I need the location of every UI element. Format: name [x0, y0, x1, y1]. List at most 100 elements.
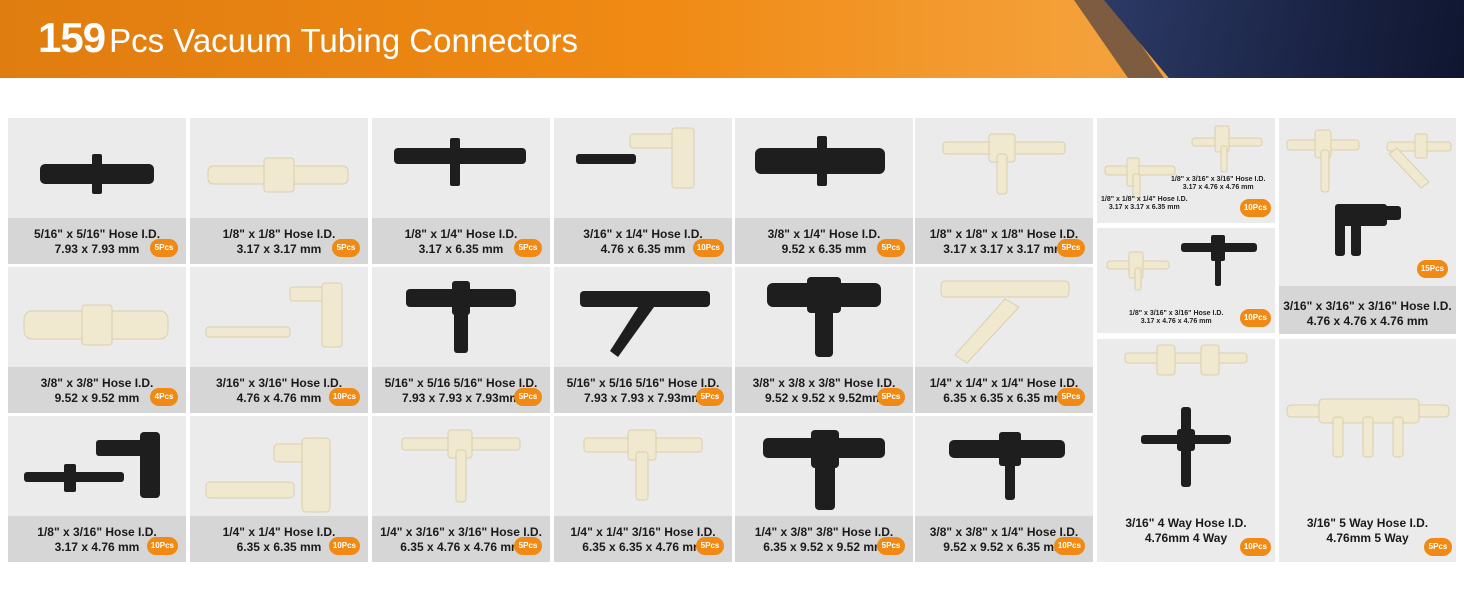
caption-size: 1/8" x 3/16" Hose I.D.	[37, 525, 157, 539]
caption-metric: 7.93 x 7.93 x 7.93mm	[583, 391, 703, 405]
banner-dark-corner	[1104, 0, 1464, 78]
caption: 3/16" x 3/16" x 3/16" Hose I.D.4.76 x 4.…	[1279, 286, 1456, 334]
caption-size: 3/8" x 3/8" Hose I.D.	[40, 376, 154, 390]
caption-metric: 6.35 x 9.52 x 9.52 mm	[763, 540, 885, 554]
mini-a-label-right: 1/8" x 3/16" x 3/16" Hose I.D.3.17 x 4.7…	[1171, 176, 1266, 191]
connector-image	[554, 416, 732, 516]
caption-metric: 9.52 x 6.35 mm	[781, 242, 867, 256]
connector-image	[554, 118, 732, 218]
quantity-badge: 10Pcs	[1239, 199, 1271, 217]
connector-image	[915, 267, 1093, 367]
connector-image	[190, 267, 368, 367]
connector-image	[372, 118, 550, 218]
connector-image	[372, 267, 550, 367]
quantity-badge: 5Pcs	[150, 239, 178, 257]
connector-image	[1106, 235, 1257, 291]
quantity-badge: 10Pcs	[146, 537, 178, 555]
caption-size: 5/16" x 5/16 5/16" Hose I.D.	[566, 376, 720, 390]
connector-image	[372, 416, 550, 516]
connector-image	[735, 267, 913, 367]
connector-image	[1286, 398, 1450, 458]
mini-b-label: 1/8" x 3/16" x 3/16" Hose I.D.3.17 x 4.7…	[1129, 310, 1224, 325]
quantity-badge: 5Pcs	[1057, 388, 1085, 406]
caption-metric: 6.35 x 6.35 mm	[236, 540, 322, 554]
title-text: Pcs Vacuum Tubing Connectors	[109, 22, 579, 59]
caption-metric: 3.17 x 6.35 mm	[418, 242, 504, 256]
connector-image	[915, 118, 1093, 218]
caption-size: 3/8" x 3/8" x 1/4" Hose I.D.	[929, 525, 1079, 539]
quantity-badge: 5Pcs	[696, 388, 724, 406]
connector-image	[8, 267, 186, 367]
quantity-badge: 10Pcs	[1239, 309, 1271, 327]
connector-image	[190, 416, 368, 516]
product-cell: 1/8" x 1/4" Hose I.D.3.17 x 6.35 mm 5Pcs	[372, 118, 550, 264]
connector-image	[915, 416, 1093, 516]
product-cell: 3/8" x 3/8" Hose I.D.9.52 x 9.52 mm 4Pcs	[8, 267, 186, 413]
mini-a-label-left: 1/8" x 1/8" x 1/4" Hose I.D.3.17 x 3.17 …	[1101, 196, 1188, 211]
connector-image	[554, 267, 732, 367]
quantity-badge: 5Pcs	[1424, 538, 1452, 556]
product-cell: 1/8" x 1/8" x 1/8" Hose I.D.3.17 x 3.17 …	[915, 118, 1093, 264]
product-cell: 1/8" x 3/16" Hose I.D.3.17 x 4.76 mm 10Pc…	[8, 416, 186, 562]
product-cell: 3/8" x 3/8 x 3/8" Hose I.D.9.52 x 9.52 x…	[735, 267, 913, 413]
product-cell: 5/16" x 5/16" Hose I.D.7.93 x 7.93 mm 5Pc…	[8, 118, 186, 264]
caption-metric: 6.35 x 6.35 x 6.35 mm	[943, 391, 1065, 405]
caption-size: 3/8" x 1/4" Hose I.D.	[767, 227, 881, 241]
connector-image	[8, 118, 186, 218]
quantity-badge: 10Pcs	[1239, 538, 1271, 556]
caption-metric: 9.52 x 9.52 mm	[54, 391, 140, 405]
connector-image	[190, 118, 368, 218]
caption-size: 1/4" x 3/8" 3/8" Hose I.D.	[754, 525, 894, 539]
caption: 3/16" 5 Way Hose I.D.4.76mm 5 Way	[1306, 516, 1429, 545]
product-cell: 1/4" x 3/8" 3/8" Hose I.D.6.35 x 9.52 x …	[735, 416, 913, 562]
quantity-badge: 5Pcs	[696, 537, 724, 555]
quantity-badge: 5Pcs	[332, 239, 360, 257]
product-cell: 1/4" x 3/16" x 3/16" Hose I.D.6.35 x 4.7…	[372, 416, 550, 562]
connector-image	[1124, 344, 1248, 487]
product-cell-5way: 3/16" 5 Way Hose I.D.4.76mm 5 Way 5Pcs	[1279, 339, 1456, 562]
quantity-badge: 5Pcs	[514, 537, 542, 555]
product-cell: 5/16" x 5/16 5/16" Hose I.D.7.93 x 7.93 …	[372, 267, 550, 413]
caption-metric: 3.17 x 4.76 mm	[54, 540, 140, 554]
product-cell: 1/4" x 1/4" Hose I.D.6.35 x 6.35 mm 10Pcs	[190, 416, 368, 562]
caption: 1/4" x 3/8" 3/8" Hose I.D.6.35 x 9.52 x …	[735, 516, 913, 562]
caption-metric: 6.35 x 4.76 x 4.76 mm	[400, 540, 522, 554]
quantity-badge: 4Pcs	[150, 388, 178, 406]
product-cell-side-tee-wye: 3/16" x 3/16" x 3/16" Hose I.D.4.76 x 4.…	[1279, 118, 1456, 334]
product-cell: 1/4" x 1/4" x 1/4" Hose I.D.6.35 x 6.35 …	[915, 267, 1093, 413]
quantity-badge: 10Pcs	[692, 239, 724, 257]
quantity-badge: 10Pcs	[1053, 537, 1085, 555]
connector-image	[1104, 125, 1263, 199]
product-cell: 1/4" x 1/4" 3/16" Hose I.D.6.35 x 6.35 x…	[554, 416, 732, 562]
connector-image	[8, 416, 186, 516]
product-cell: 5/16" x 5/16 5/16" Hose I.D.7.93 x 7.93 …	[554, 267, 732, 413]
caption-metric: 6.35 x 6.35 x 4.76 mm	[582, 540, 704, 554]
caption-size: 1/4" x 1/4" 3/16" Hose I.D.	[570, 525, 716, 539]
caption-metric: 4.76 x 4.76 mm	[236, 391, 322, 405]
caption-size: 5/16" x 5/16" Hose I.D.	[33, 227, 161, 241]
quantity-badge: 5Pcs	[514, 239, 542, 257]
quantity-badge: 5Pcs	[877, 388, 905, 406]
caption-metric: 9.52 x 9.52 x 6.35 mm	[943, 540, 1065, 554]
caption-size: 1/4" x 1/4" Hose I.D.	[222, 525, 336, 539]
caption-metric: 3.17 x 3.17 mm	[236, 242, 322, 256]
caption-size: 1/8" x 1/4" Hose I.D.	[404, 227, 518, 241]
caption-metric: 3.17 x 3.17 x 3.17 mm	[943, 242, 1065, 256]
caption-metric: 4.76 x 6.35 mm	[600, 242, 686, 256]
connector-image	[735, 118, 913, 218]
product-cell-mini-b: 1/8" x 3/16" x 3/16" Hose I.D.3.17 x 4.7…	[1097, 228, 1275, 333]
caption-metric: 7.93 x 7.93 mm	[54, 242, 140, 256]
caption: 3/16" x 3/16" Hose I.D.4.76 x 4.76 mm	[190, 367, 368, 413]
caption-metric: 7.93 x 7.93 x 7.93mm	[401, 391, 521, 405]
quantity-badge: 10Pcs	[328, 537, 360, 555]
product-cell: 1/8" x 1/8" Hose I.D.3.17 x 3.17 mm 5Pcs	[190, 118, 368, 264]
caption-size: 1/4" x 3/16" x 3/16" Hose I.D.	[380, 525, 542, 539]
caption-size: 1/4" x 1/4" x 1/4" Hose I.D.	[929, 376, 1079, 390]
connector-image	[1286, 129, 1452, 256]
product-cell-4way: 3/16" 4 Way Hose I.D.4.76mm 4 Way 10Pcs	[1097, 339, 1275, 562]
caption-size: 1/8" x 1/8" Hose I.D.	[222, 227, 336, 241]
quantity-badge: 10Pcs	[328, 388, 360, 406]
